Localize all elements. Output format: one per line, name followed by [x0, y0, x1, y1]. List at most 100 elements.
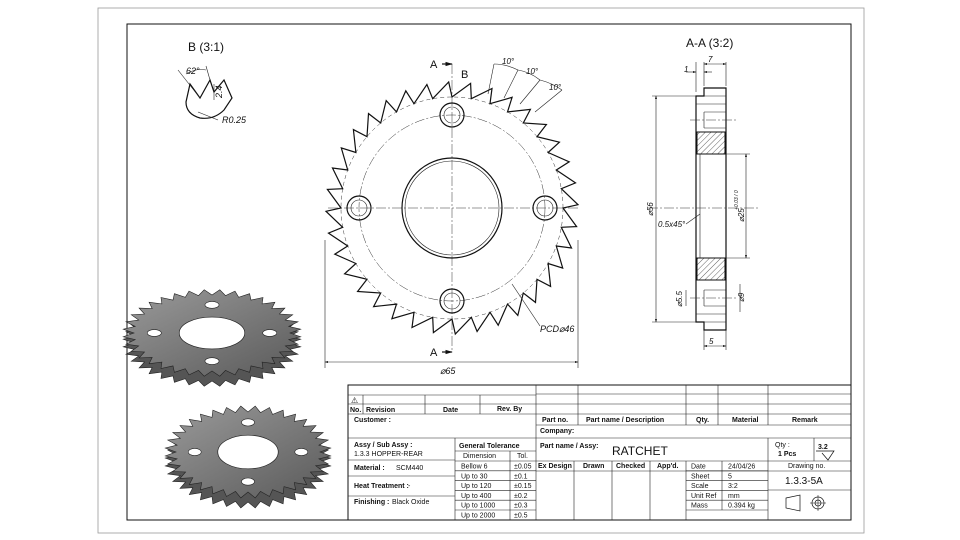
parts-header-remark: Remark	[792, 417, 818, 424]
tolerance-dimension: Up to 120	[461, 483, 491, 490]
outer-border	[97, 7, 865, 534]
bolt-hole-bottom	[439, 288, 465, 314]
bore-chamfer-circle	[404, 160, 500, 256]
roughness-symbol	[816, 450, 835, 461]
info-value: 3:2	[728, 483, 738, 490]
projection-symbol	[785, 494, 826, 512]
info-label: Date	[691, 464, 706, 471]
rev-header-revby: Rev. By	[497, 406, 522, 413]
section-hole: ⌀9	[737, 292, 746, 302]
company-label: Company:	[540, 428, 574, 435]
gear-bolt-hole	[187, 448, 202, 456]
section-dim-1: 1	[684, 65, 688, 74]
info-label: Unit Ref	[691, 493, 716, 500]
pitch-angle-3: 10°	[549, 83, 562, 92]
tolerance-value: ±0.1	[514, 473, 528, 480]
pcd-circle	[358, 114, 546, 302]
tolerance-value: ±0.2	[514, 493, 528, 500]
rev-header-no: No.	[350, 407, 361, 414]
qty-label: Qty :	[775, 442, 790, 449]
gear-teeth-outline	[324, 80, 580, 336]
info-label: Sheet	[691, 473, 709, 480]
tolerance-value: ±0.5	[514, 513, 528, 520]
section-mark-top: A	[430, 59, 438, 71]
parts-header-material: Material	[732, 417, 759, 424]
revision-symbol: ⚠	[351, 396, 358, 405]
section-mark-bottom: A	[430, 347, 438, 359]
customer-label: Customer :	[354, 417, 391, 424]
section-aa-view: A-A (3:2) 1 7 ⌀56 0.5x45°	[646, 36, 760, 350]
info-value: mm	[728, 493, 740, 500]
tolerance-value: ±0.3	[514, 503, 528, 510]
tolerance-header-dimension: Dimension	[463, 453, 496, 460]
assy-value: 1.3.3 HOPPER-REAR	[354, 451, 423, 458]
info-label: Scale	[691, 483, 709, 490]
rev-header-date: Date	[443, 407, 458, 414]
ex-header-appd: App'd.	[657, 463, 679, 470]
drawing-no-value: 1.3.3-5A	[785, 476, 823, 487]
part-name-label: Part name / Assy:	[540, 443, 599, 450]
section-bore-tol: +0.03 / 0	[734, 190, 740, 210]
drawing-no-label: Drawing no.	[788, 463, 825, 470]
tolerance-dimension: Up to 1000	[461, 503, 495, 510]
detail-b-depth: 2.4	[214, 85, 224, 99]
gear-bore	[178, 316, 246, 350]
part-name-value: RATCHET	[612, 444, 668, 458]
rev-header-revision: Revision	[366, 407, 395, 414]
gear-bolt-hole	[146, 329, 162, 337]
roughness-value: 3.2	[818, 444, 828, 451]
pcd-label: PCD⌀46	[540, 324, 574, 334]
tolerance-title: General Tolerance	[459, 443, 520, 450]
finishing-label: Finishing :	[354, 499, 389, 506]
bolt-hole-right	[532, 195, 558, 221]
bolt-hole-left	[346, 195, 372, 221]
tolerance-value: ±0.15	[514, 483, 532, 490]
ex-header-checked: Checked	[616, 463, 645, 470]
outer-diameter-dim: ⌀65	[440, 366, 456, 376]
gear-bore	[217, 434, 279, 470]
title-block: ⚠ No. Revision Date Rev. By Part no. Par…	[347, 384, 852, 521]
info-value: 0.394 kg	[728, 503, 755, 510]
detail-b-view: B (3:1) 62° 2.4 R0.25	[177, 40, 247, 125]
parts-header-name: Part name / Description	[586, 417, 664, 424]
gear-bolt-hole	[241, 477, 255, 486]
info-value: 24/04/26	[728, 464, 755, 471]
section-dim-7: 7	[708, 55, 713, 64]
section-dim-5: 5	[709, 337, 714, 346]
section-bore-dia: ⌀25	[737, 208, 746, 222]
section-hatch-upper	[696, 131, 726, 155]
gear-bolt-hole	[241, 418, 255, 427]
section-chamfer: 0.5x45°	[658, 220, 686, 229]
bore-circle	[401, 157, 503, 259]
section-aa-title: A-A (3:2)	[686, 36, 733, 50]
detail-b-radius: R0.25	[222, 115, 247, 125]
pitch-angle-1: 10°	[502, 57, 515, 66]
section-outer-dia: ⌀56	[646, 202, 655, 216]
bolt-hole-top	[439, 102, 465, 128]
info-label: Mass	[691, 503, 708, 510]
heat-treatment-value: -	[408, 483, 411, 490]
tolerance-header-tol: Tol.	[517, 453, 528, 460]
material-label: Material :	[354, 465, 385, 472]
gear-bolt-hole	[294, 448, 309, 456]
section-hatch-lower	[696, 257, 726, 281]
parts-header-qty: Qty.	[696, 417, 709, 424]
info-value: 5	[728, 473, 732, 480]
gear-bolt-hole	[204, 357, 220, 365]
pitch-angle-2: 10°	[526, 67, 539, 76]
tolerance-value: ±0.05	[514, 464, 532, 471]
detail-b-angle: 62°	[186, 66, 200, 76]
isometric-render-bottom	[164, 405, 332, 509]
ex-header-design: Ex Design	[538, 463, 572, 470]
front-view-gear: A A B 10° 10° 10° PCD⌀46 ⌀65	[324, 57, 580, 376]
section-hole-small: ⌀5.5	[675, 291, 684, 307]
heat-treatment-label: Heat Treatment :	[354, 483, 409, 490]
detail-b-tooth-profile	[185, 78, 233, 119]
parts-header-partno: Part no.	[542, 417, 568, 424]
tolerance-dimension: Up to 2000	[461, 513, 495, 520]
tolerance-dimension: Bellow 6	[461, 464, 488, 471]
gear-bolt-hole	[204, 301, 220, 309]
